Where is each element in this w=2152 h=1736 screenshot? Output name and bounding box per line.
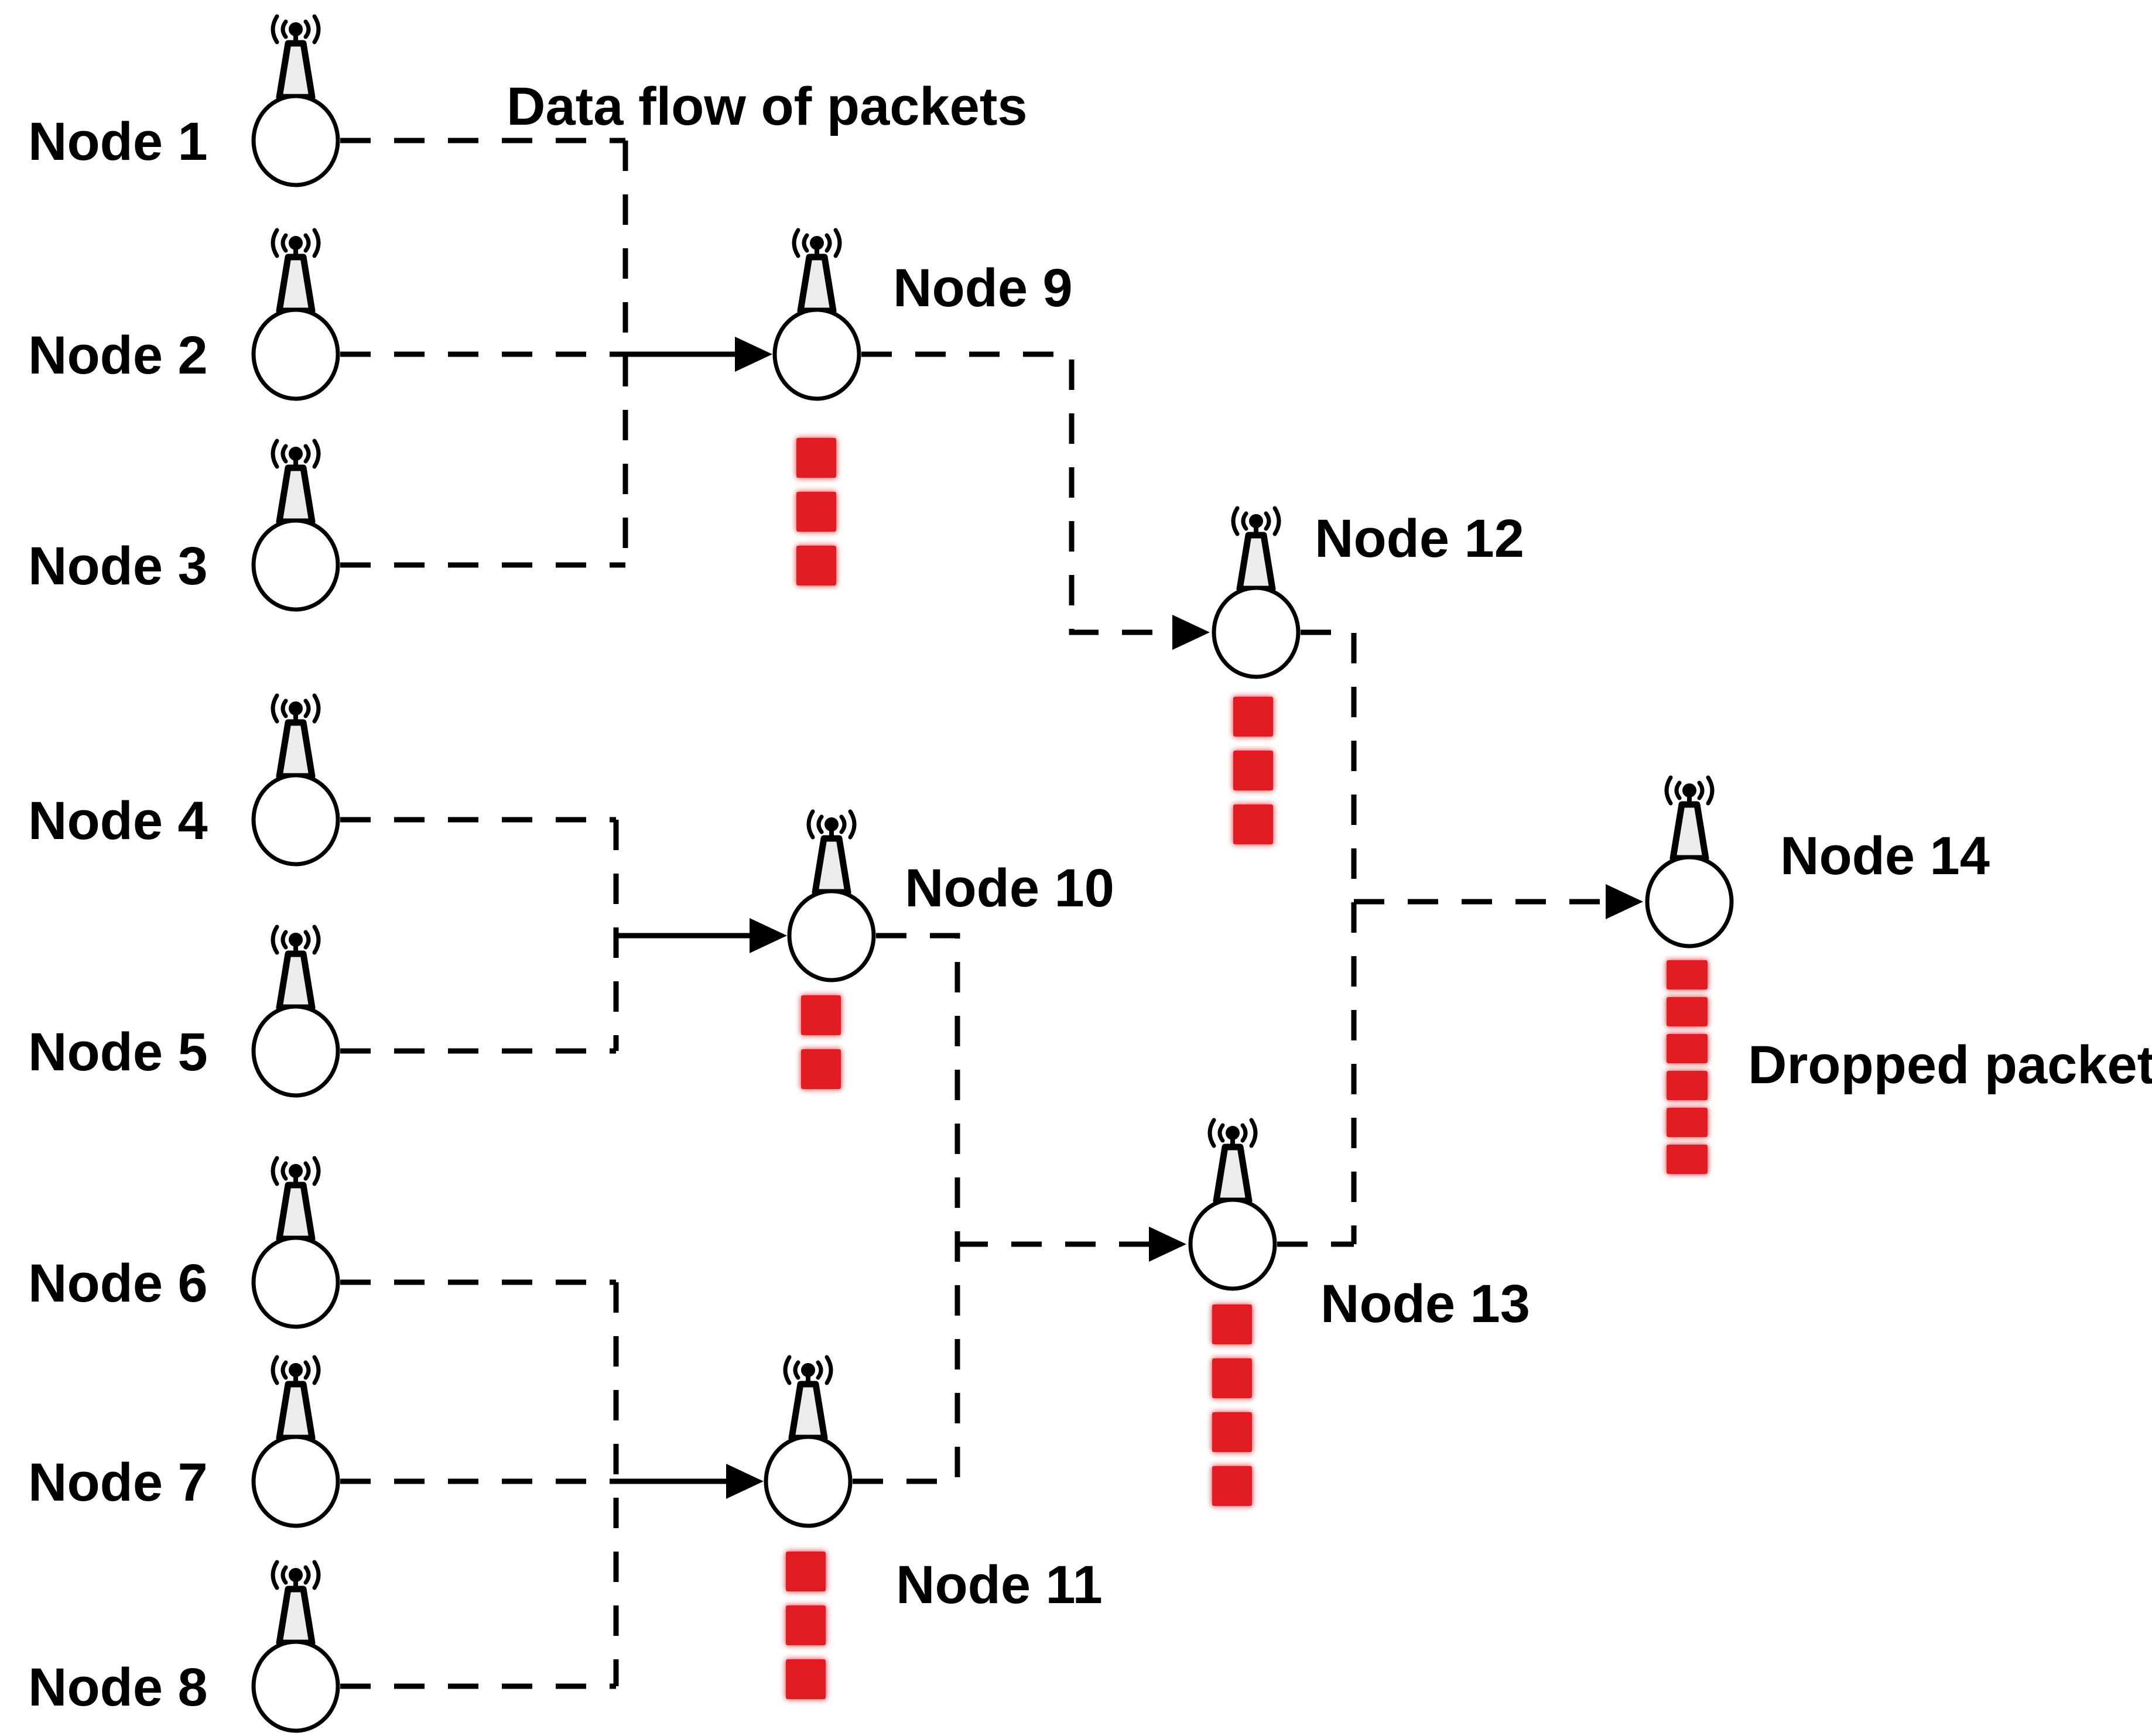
node-1-label: Node 1 — [28, 112, 208, 172]
node-1-icon — [254, 16, 338, 185]
bus-to-node14-arrowhead — [1606, 884, 1643, 919]
node-3-label: Node 3 — [28, 536, 208, 596]
dropped-packet-square — [1233, 804, 1273, 844]
node-7-icon — [254, 1357, 338, 1526]
dropped-packet-square — [1667, 1108, 1708, 1137]
node-14-label: Node 14 — [1780, 826, 1990, 886]
node-12-icon — [1214, 508, 1298, 677]
antenna-icon — [254, 16, 338, 185]
antenna-icon — [254, 1562, 338, 1731]
antenna-icon — [766, 1357, 850, 1526]
dropped-packet-square — [796, 438, 836, 478]
data-flow-label: Data flow of packets — [507, 77, 1028, 136]
antenna-icon — [254, 1357, 338, 1526]
dropped-packet-square — [1667, 960, 1708, 989]
dropped-packet-square — [1233, 751, 1273, 790]
connectors-layer — [340, 138, 1643, 1689]
antenna-icon — [789, 811, 874, 980]
node-11-icon — [766, 1357, 850, 1526]
bus-to-node13-arrowhead — [1149, 1227, 1186, 1262]
dropped-packet-square — [1212, 1358, 1252, 1398]
dropped-packet-square — [1667, 997, 1708, 1026]
dropped-packet-square — [801, 995, 841, 1035]
node12-down-bus — [1301, 629, 1357, 1244]
node-labels-layer: Node 1 Node 2 Node 3 Node 4 Node 5 Node 6 Node… — [28, 112, 1990, 1717]
node9-to-node12-arrowhead — [1172, 615, 1210, 650]
node-8-label: Node 8 — [28, 1658, 208, 1717]
dropped-packet-square — [786, 1552, 826, 1591]
antenna-icon — [254, 1158, 338, 1327]
node-10-dropped-packets — [801, 995, 841, 1089]
bus3-to-node11-arrowhead — [726, 1464, 764, 1499]
antenna-icon — [254, 696, 338, 864]
node-5-icon — [254, 927, 338, 1095]
bus2-to-node10-arrowhead — [750, 918, 787, 953]
dropped-packets-layer — [786, 438, 1708, 1699]
node9-to-node12 — [861, 351, 1176, 635]
dropped-packet-square — [801, 1049, 841, 1089]
dropped-packet-square — [1667, 1145, 1708, 1174]
dropped-packet-square — [1212, 1412, 1252, 1452]
dropped-packet-square — [1667, 1071, 1708, 1100]
node-12-dropped-packets — [1233, 697, 1273, 844]
node-4-icon — [254, 696, 338, 864]
antenna-icon — [254, 230, 338, 399]
node-10-label: Node 10 — [905, 858, 1114, 918]
node-6-label: Node 6 — [28, 1254, 208, 1313]
antenna-icon — [1190, 1120, 1275, 1289]
antenna-icon — [254, 927, 338, 1095]
dropped-packet-square — [1212, 1304, 1252, 1344]
node-14-icon — [1647, 778, 1732, 946]
node-8-icon — [254, 1562, 338, 1731]
dropped-packets-label: Dropped packets — [1748, 1035, 2152, 1095]
dropped-packet-square — [1233, 697, 1273, 737]
node-11-dropped-packets — [786, 1552, 826, 1699]
dropped-packet-square — [786, 1659, 826, 1699]
node-4-label: Node 4 — [28, 791, 208, 851]
node10-down-bus — [876, 933, 960, 1481]
dropped-packet-square — [796, 546, 836, 585]
node-12-label: Node 12 — [1315, 509, 1524, 569]
node-13-dropped-packets — [1212, 1304, 1252, 1506]
node-13-icon — [1190, 1120, 1275, 1289]
node-6-icon — [254, 1158, 338, 1327]
node-5-label: Node 5 — [28, 1022, 208, 1082]
antenna-icon — [1647, 778, 1732, 946]
node-3-icon — [254, 441, 338, 610]
dropped-packet-square — [796, 492, 836, 532]
node-9-label: Node 9 — [893, 258, 1073, 318]
node-13-label: Node 13 — [1320, 1274, 1530, 1334]
antenna-icon — [1214, 508, 1298, 677]
dropped-packet-square — [1667, 1034, 1708, 1063]
antenna-icon — [254, 441, 338, 610]
node-11-label: Node 11 — [896, 1555, 1103, 1615]
node-7-label: Node 7 — [28, 1453, 208, 1512]
bus1-to-node9-arrowhead — [735, 337, 772, 372]
node-10-icon — [789, 811, 874, 980]
dropped-packet-square — [1212, 1466, 1252, 1506]
node-2-icon — [254, 230, 338, 399]
antenna-icon — [775, 230, 859, 399]
dropped-packet-square — [786, 1605, 826, 1645]
node-9-icon — [775, 230, 859, 399]
node-2-label: Node 2 — [28, 326, 208, 385]
node-14-dropped-packets — [1667, 960, 1708, 1174]
node-9-dropped-packets — [796, 438, 836, 585]
